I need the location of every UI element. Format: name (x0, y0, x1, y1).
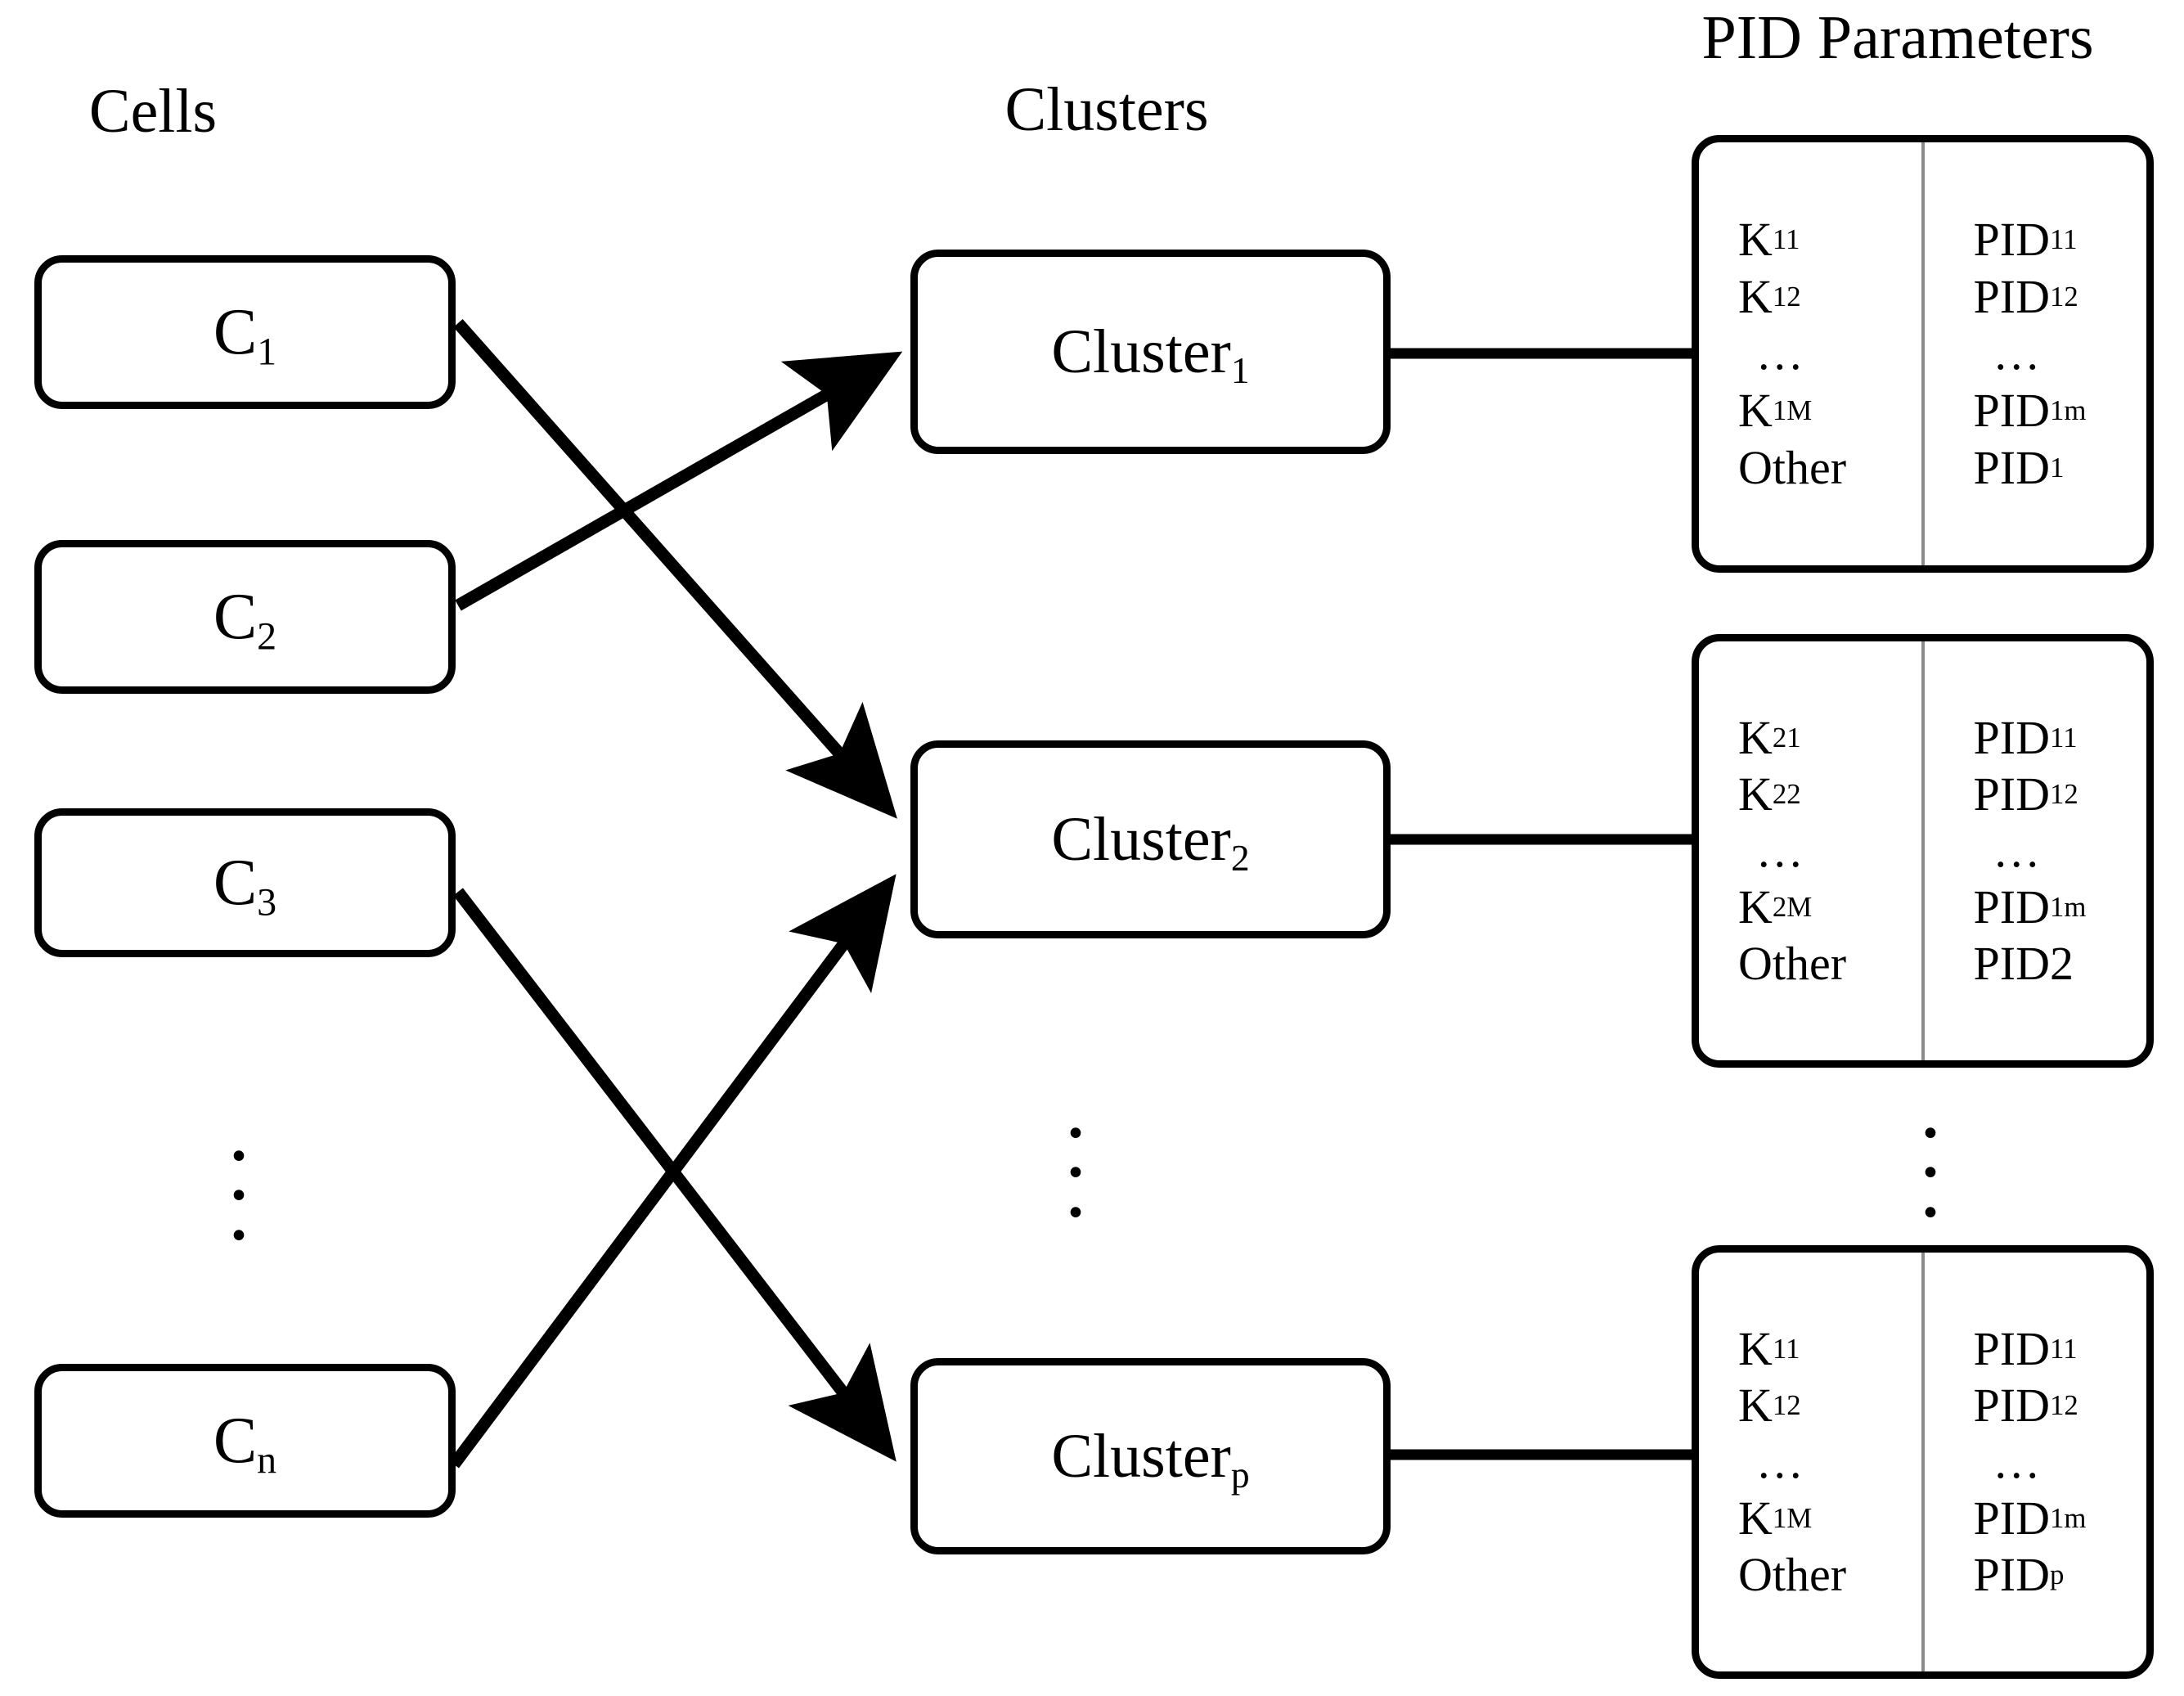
cluster-box-cluster2[interactable]: Cluster2 (910, 740, 1391, 938)
cell-label-c3: C3 (213, 847, 277, 924)
pid-table-1-k-row: Other (1738, 441, 1847, 495)
pid-table-p-k-row: ... (1758, 1434, 1806, 1488)
pid-parameters-heading: PID Parameters (1701, 3, 2094, 72)
pid-table-p-pid-row: ... (1994, 1434, 2042, 1488)
pid-table-2-k-row: ... (1758, 823, 1806, 877)
cell-box-c2[interactable]: C2 (34, 540, 456, 694)
cell-box-cn[interactable]: Cn (34, 1364, 456, 1518)
pid-table-1-pid-row: ... (1994, 326, 2042, 380)
edge-c1-to-cluster2 (453, 319, 897, 819)
pid-table-2-k-row: Other (1738, 937, 1847, 991)
pid-table-1-k-row: ... (1758, 326, 1806, 380)
cell-label-c1: C1 (213, 296, 277, 374)
cluster-box-cluster1[interactable]: Cluster1 (910, 250, 1391, 454)
cell-label-c2: C2 (213, 581, 277, 659)
clusters-heading: Clusters (1004, 75, 1209, 144)
pid-table-2-pid-row: ... (1994, 823, 2042, 877)
cells-heading: Cells (88, 77, 218, 146)
cluster-box-clusterp[interactable]: Clusterp (910, 1358, 1391, 1554)
cells-vertical-ellipsis: ... (231, 1103, 247, 1253)
pid-table-2-pid-row: PID2 (1973, 937, 2074, 991)
edge-c3-to-clusterp (453, 888, 897, 1462)
cluster-label-cluster1: Cluster1 (1051, 317, 1250, 391)
pid-tables-vertical-ellipsis: ... (1922, 1080, 1939, 1230)
clusters-vertical-ellipsis: ... (1067, 1080, 1084, 1230)
edge-cn-to-cluster2 (448, 874, 897, 1469)
cell-box-c1[interactable]: C1 (34, 255, 456, 409)
cluster-label-clusterp: Clusterp (1051, 1422, 1250, 1496)
pid-table-p-k-row: Other (1738, 1548, 1847, 1602)
cluster-label-cluster2: Cluster2 (1051, 805, 1250, 879)
cell-label-cn: Cn (213, 1405, 277, 1482)
edge-c2-to-cluster1 (455, 351, 903, 611)
cell-box-c3[interactable]: C3 (34, 808, 456, 957)
